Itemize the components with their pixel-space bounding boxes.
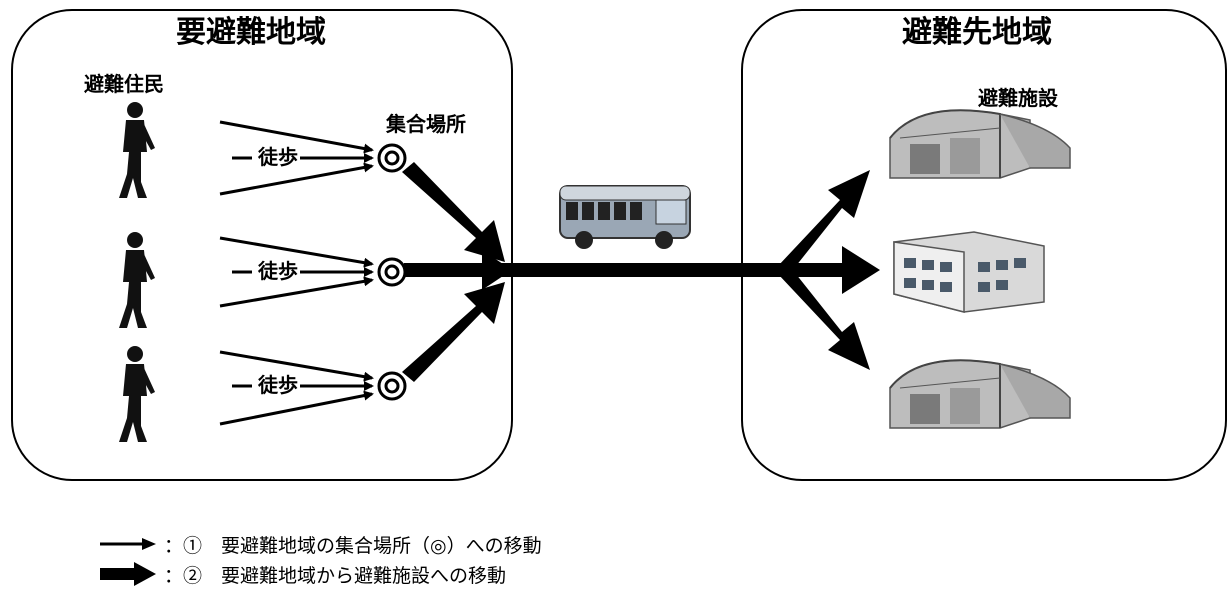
left-region-title: 要避難地域 xyxy=(176,15,326,50)
facility-hall-icon-1 xyxy=(889,109,1071,179)
walk-arrows-2 xyxy=(219,236,374,308)
walk-label-3: 徒歩 xyxy=(256,373,300,397)
walk-arrows-1 xyxy=(219,120,374,196)
legend-text-2: ：② 要避難地域から避難施設への移動 xyxy=(164,564,507,587)
walk-arrows-3 xyxy=(219,350,374,426)
walk-label-2: 徒歩 xyxy=(256,259,300,283)
facility-label: 避難施設 xyxy=(978,86,1058,110)
assembly-point-icon-3 xyxy=(377,371,407,401)
residents-label: 避難住民 xyxy=(84,72,164,96)
right-region-title: 避難先地域 xyxy=(902,15,1052,50)
bus-route-arrows xyxy=(402,162,880,382)
thick-arrow-icon xyxy=(100,562,156,586)
assembly-point-icon-2 xyxy=(377,257,407,287)
walker-icon-2 xyxy=(119,232,155,328)
bus-icon xyxy=(559,185,691,249)
left-region-box xyxy=(11,9,513,481)
facility-hall-icon-2 xyxy=(889,359,1071,429)
thin-arrow-icon xyxy=(100,538,156,550)
walker-icon-1 xyxy=(119,102,155,198)
legend-item-1: ：① 要避難地域の集合場所（◎）への移動 xyxy=(100,532,542,557)
legend-item-2: ：② 要避難地域から避難施設への移動 xyxy=(100,562,507,587)
legend-text-1: ：① 要避難地域の集合場所（◎）への移動 xyxy=(164,534,542,557)
assembly-point-icon-1 xyxy=(377,143,407,173)
walk-label-1: 徒歩 xyxy=(256,145,300,169)
walker-icon-3 xyxy=(119,346,155,442)
right-region-box xyxy=(741,9,1227,481)
assembly-label: 集合場所 xyxy=(386,112,466,136)
facility-school-icon xyxy=(893,231,1045,313)
